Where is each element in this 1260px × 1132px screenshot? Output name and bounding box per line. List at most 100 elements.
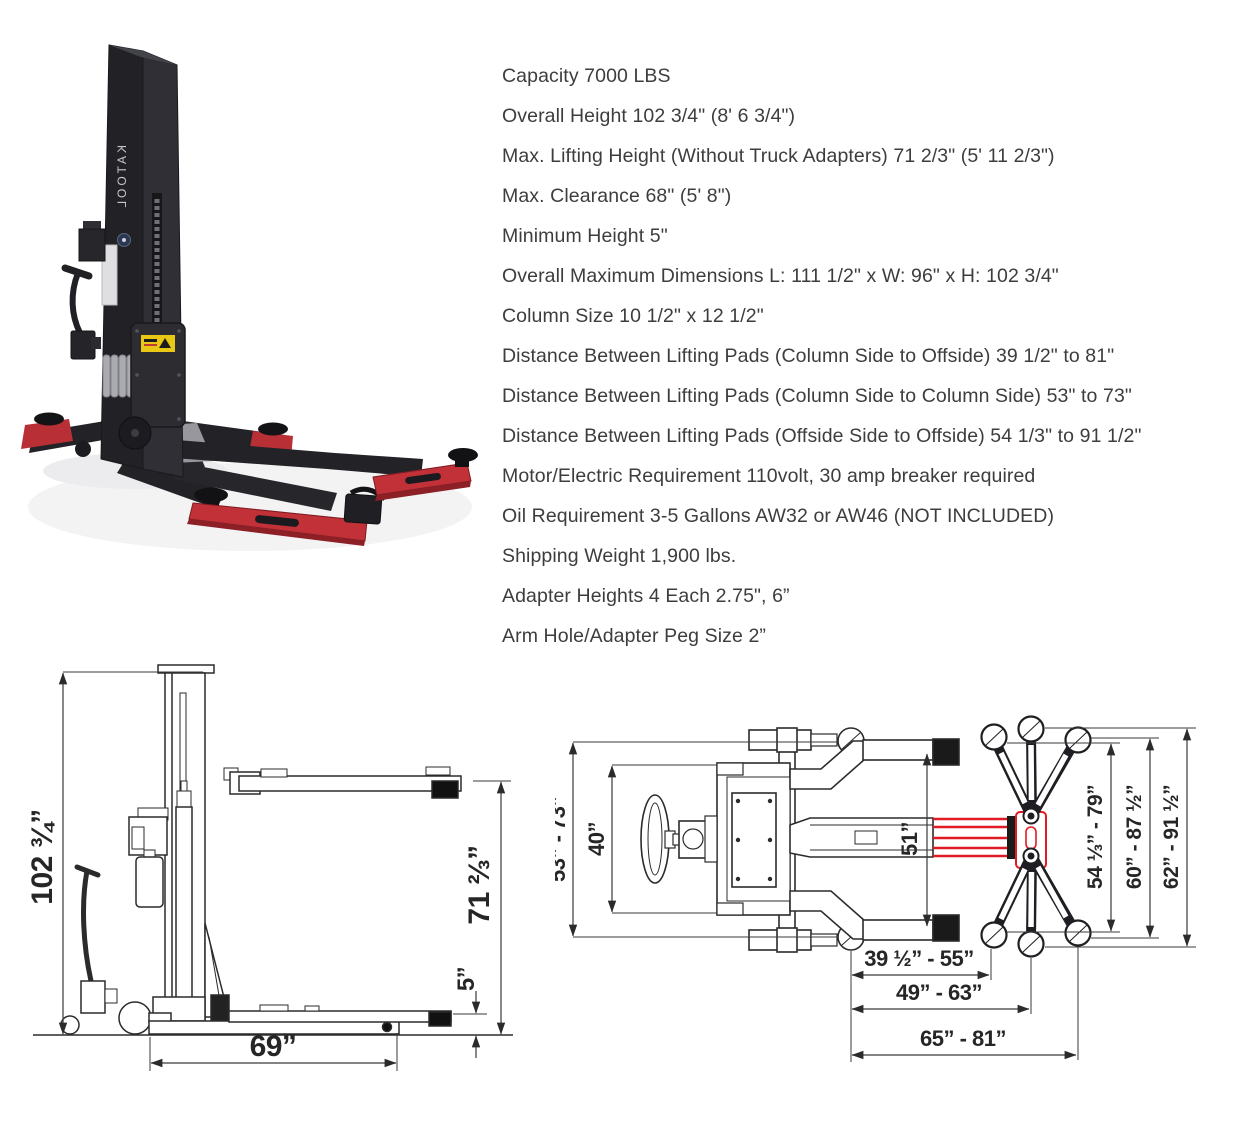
column-top-cap [109,45,177,65]
control-box [101,244,118,306]
spec-adapter-heights: Adapter Heights 4 Each 2.75", 6” [502,584,790,607]
lift-screw [179,692,187,794]
front-red-arm-shade [187,519,365,546]
lowered-arm-pad [304,1005,320,1012]
spec-distance-column-column: Distance Between Lifting Pads (Column Si… [502,384,1132,407]
top-view-drawing: 53” - 73” 40” 51” 54 ⅓” - 79” 60” - 87 ½… [555,715,1196,1062]
handle-grip [74,864,101,878]
dim-frame-width-label: 40” [584,822,609,856]
dim-reach-mid-label: 49” - 63” [896,980,982,1005]
pump-handle [81,868,94,984]
spec-minimum-height: Minimum Height 5" [502,224,668,247]
pump-cylinder [682,828,704,850]
warning-triangle-icon [159,338,171,348]
dim-pad-span-mid-label: 60” - 87 ½” [1123,785,1146,889]
dim-outer-span-label: 53” - 73” [555,796,570,882]
beam-end-band [1007,816,1015,859]
spec-max-lifting-height: Max. Lifting Height (Without Truck Adapt… [502,144,1055,167]
right-arm-slot [405,472,441,485]
side-view-drawing: 102 ¾” 71 ⅔” 5” 69” [26,664,513,1071]
rear-wheel-hub [131,429,139,437]
dim-pad-span-small-label: 54 ⅓” - 79” [1084,785,1107,889]
steer-roller [75,441,91,457]
warning-label-text-line [144,339,157,342]
pivot-slot [1025,826,1037,850]
rear-left-round-pad [34,412,64,426]
spec-column-size: Column Size 10 1/2" x 12 1/2" [502,304,764,327]
offside-leg [159,439,423,477]
pump-handle [69,270,83,336]
dim-lift-height-label: 71 ⅔” [463,845,496,924]
pump-link [104,988,118,1004]
dim-folded-span-label: 51” [897,822,922,856]
folded-arm-top-pad [932,738,960,766]
spec-overall-height: Overall Height 102 3/4" (8' 6 3/4") [502,104,796,127]
dim-base-length-label: 69” [250,1030,297,1063]
dim-pad-span-large-label: 62” - 91 ½” [1160,785,1183,889]
product-photo: KATOOL [21,44,478,551]
swing-arms [980,715,1092,958]
caster-hub-bottom [776,927,798,953]
motor-unit [78,228,106,262]
right-pad-stem [455,459,469,467]
spec-shipping-weight: Shipping Weight 1,900 lbs. [502,544,737,567]
folded-arm-top-rail [862,739,934,761]
spec-distance-column-offside: Distance Between Lifting Pads (Column Si… [502,344,1115,367]
front-arm-slot [255,515,299,527]
pump-mount [704,815,718,863]
rear-left-red-pad-block [21,419,73,449]
spec-max-clearance: Max. Clearance 68" (5' 8") [502,184,732,207]
spec-oil-requirement: Oil Requirement 3-5 Gallons AW32 or AW46… [502,504,1055,527]
spring-cartridges [102,354,135,398]
pump-body [80,980,106,1014]
frame-foot [716,902,744,916]
raised-arm [238,775,462,792]
warning-label [141,335,175,352]
hydraulic-cylinder [175,806,193,1008]
raised-arm-pad [260,768,288,778]
lowered-arm [228,1010,452,1023]
spec-capacity: Capacity 7000 LBS [502,64,671,87]
base-roller [381,1021,393,1033]
steering-wheel-inner [647,802,663,876]
spec-overall-max-dimensions: Overall Maximum Dimensions L: 111 1/2" x… [502,264,1059,287]
dim-min-height-label: 5” [453,967,480,991]
lowered-arm-end-block [428,1011,452,1027]
cylinder-cap [176,790,192,808]
brand-badge-dot [122,238,126,242]
dim-reach-long-label: 65” - 81” [920,1026,1006,1051]
folded-arm-bottom-rail [862,919,934,941]
caster-rod-top [810,733,838,747]
carriage-block [210,994,230,1022]
pump-lever [91,337,101,349]
motor-flange [131,826,145,850]
arm-connector-block [343,493,383,525]
motor-top [83,221,101,231]
dim-overall-height-label: 102 ¾” [26,809,59,904]
caster-hub-top [776,727,798,753]
frame-foot [716,762,744,776]
plate-bolts [735,798,773,882]
wheel [118,1001,152,1035]
mid-leg [173,463,337,511]
right-red-arm-shade [375,481,471,501]
caster-rod-bottom [810,933,838,947]
spec-arm-hole-size: Arm Hole/Adapter Peg Size 2” [502,624,767,647]
caster-knob-slash [841,732,861,750]
handle-grip [61,264,93,280]
spec-motor-electric: Motor/Electric Requirement 110volt, 30 a… [502,464,1036,487]
raised-arm-end-block [431,780,459,799]
steer-roller [60,1015,80,1035]
spec-list: Capacity 7000 LBS Overall Height 102 3/4… [502,56,1242,656]
brand-text: KATOOL [115,145,129,211]
spec-distance-offside-offside: Distance Between Lifting Pads (Offside S… [502,424,1142,447]
warning-label-text-line [144,344,157,346]
rear-right-round-pad [258,422,288,436]
raised-arm-pad [425,766,451,776]
beam-detail [854,830,878,845]
right-round-pad [448,448,478,462]
oil-tank [135,856,164,908]
front-left-round-pad [194,487,228,503]
dim-reach-short-label: 39 ½” - 55” [864,946,973,971]
